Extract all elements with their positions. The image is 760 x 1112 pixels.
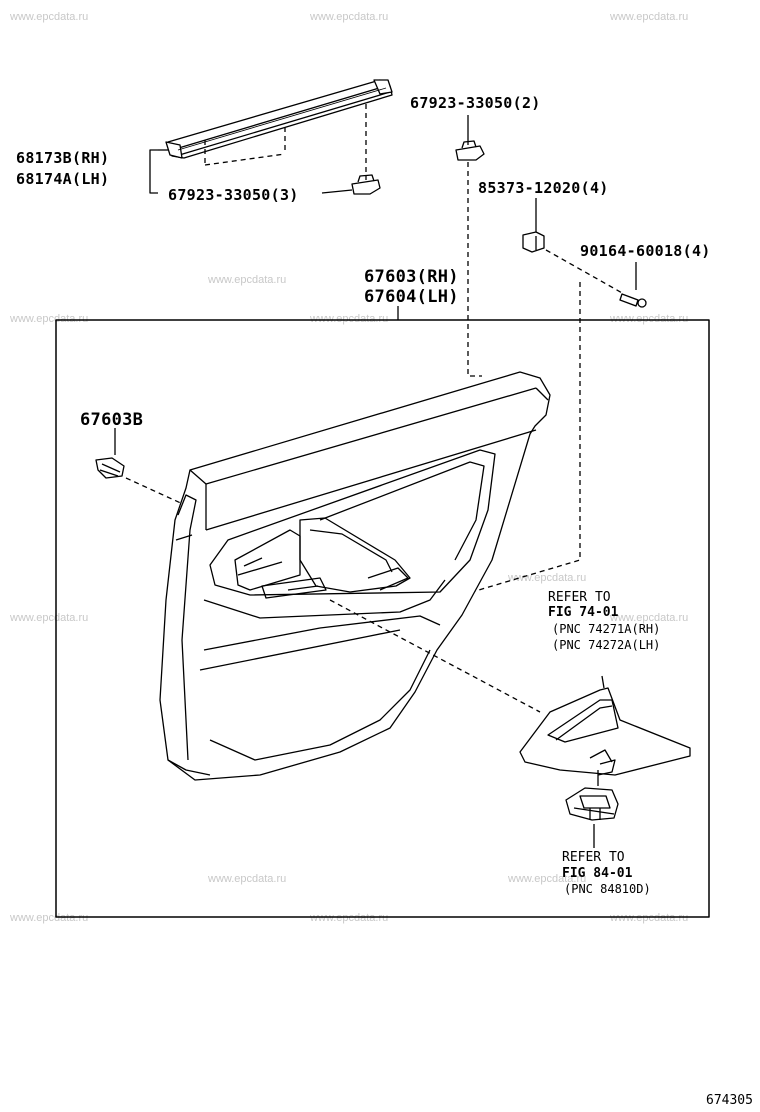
watermark: www.epcdata.ru — [508, 572, 587, 584]
refer-pnc: (PNC 74271A(RH) — [552, 622, 661, 636]
watermark: www.epcdata.ru — [610, 912, 689, 924]
assembly-frame — [55, 319, 710, 918]
refer-fig: FIG 74-01 — [548, 605, 619, 620]
watermark: www.epcdata.ru — [208, 274, 287, 286]
refer-pnc: (PNC 84810D) — [564, 882, 651, 896]
watermark: www.epcdata.ru — [610, 313, 689, 325]
switch-bezel-part — [519, 687, 691, 776]
clip-part — [95, 457, 125, 479]
part-label-67603: 67603(RH) — [364, 267, 459, 287]
watermark: www.epcdata.ru — [310, 11, 389, 23]
door-trim-panel — [159, 371, 551, 781]
refer-pnc: (PNC 74272A(LH) — [552, 638, 661, 652]
watermark: www.epcdata.ru — [10, 912, 89, 924]
watermark: www.epcdata.ru — [10, 11, 89, 23]
part-label-68174a: 68174A(LH) — [16, 170, 110, 188]
watermark: www.epcdata.ru — [10, 612, 89, 624]
refer-fig: FIG 84-01 — [562, 866, 633, 881]
part-label-85373: 85373-12020(4) — [478, 179, 609, 197]
watermark: www.epcdata.ru — [610, 612, 689, 624]
part-label-90164: 90164-60018(4) — [580, 242, 711, 260]
part-label-67604: 67604(LH) — [364, 287, 459, 307]
weatherstrip-part — [165, 79, 393, 159]
part-label-68173b: 68173B(RH) — [16, 149, 110, 167]
screw-part — [619, 293, 647, 308]
part-label-67923-2: 67923-33050(2) — [410, 94, 541, 112]
nut-part — [522, 231, 545, 253]
refer-label: REFER TO — [562, 850, 625, 865]
window-switch-part — [565, 787, 619, 821]
figure-number: 674305 — [706, 1093, 753, 1108]
watermark: www.epcdata.ru — [208, 873, 287, 885]
part-label-67923-3: 67923-33050(3) — [168, 186, 299, 204]
watermark: www.epcdata.ru — [610, 11, 689, 23]
watermark: www.epcdata.ru — [508, 873, 587, 885]
part-label-67603b: 67603B — [80, 410, 144, 430]
clip-part — [351, 174, 381, 195]
refer-label: REFER TO — [548, 590, 611, 605]
clip-part — [455, 140, 485, 161]
watermark: www.epcdata.ru — [310, 912, 389, 924]
watermark: www.epcdata.ru — [10, 313, 89, 325]
watermark: www.epcdata.ru — [310, 313, 389, 325]
